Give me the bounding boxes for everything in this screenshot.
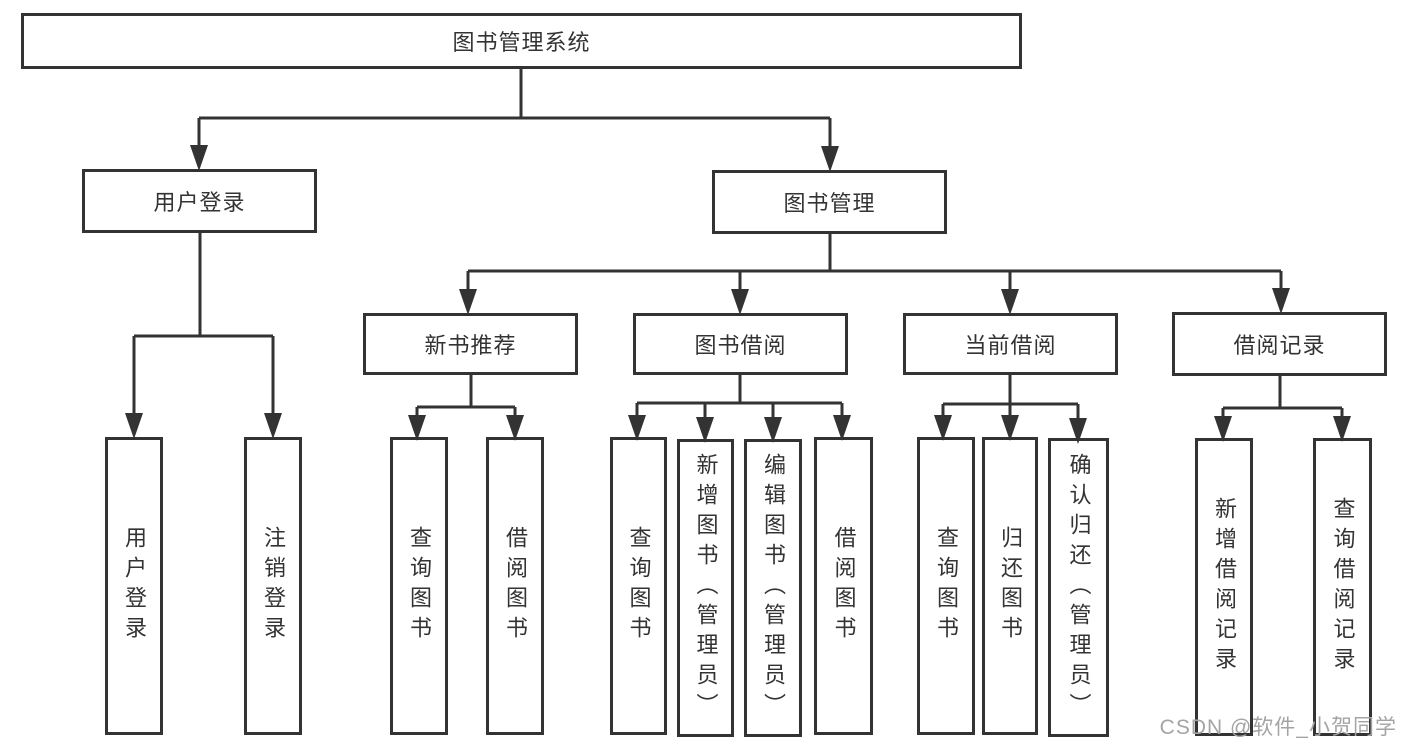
node-leaf-query-book-3: 查询图书	[917, 437, 975, 735]
node-leaf-borrow-book-1: 借阅图书	[486, 437, 544, 735]
node-book-mgmt: 图书管理	[712, 170, 947, 234]
node-new-book-rec: 新书推荐	[363, 313, 578, 375]
node-label: 图书管理	[783, 191, 876, 216]
node-leaf-logout: 注销登录	[244, 437, 302, 735]
node-label: 借阅图书	[503, 526, 528, 646]
node-label: 新书推荐	[424, 333, 517, 358]
node-label: 编辑图书（管理员）	[761, 453, 786, 723]
node-label: 图书借阅	[694, 333, 787, 358]
arrowhead-down	[264, 413, 282, 439]
node-label: 查询图书	[626, 526, 652, 646]
node-label: 查询图书	[407, 526, 432, 646]
node-label: 借阅记录	[1233, 333, 1326, 358]
node-label: 图书管理系统	[452, 30, 591, 55]
watermark: CSDN @软件_小贺同学	[1159, 716, 1397, 739]
node-label: 用户登录	[122, 526, 147, 646]
arrowhead-down	[821, 146, 839, 172]
node-leaf-query-book-2: 查询图书	[610, 437, 667, 735]
node-leaf-query-borrow-record: 查询借阅记录	[1313, 438, 1372, 736]
arrowhead-down	[125, 413, 143, 439]
node-label: 新增图书（管理员）	[693, 453, 719, 723]
node-current-borrow: 当前借阅	[903, 313, 1118, 375]
node-label: 归还图书	[998, 526, 1023, 646]
node-root: 图书管理系统	[21, 13, 1022, 69]
arrowhead-down	[731, 289, 749, 315]
node-leaf-return-book: 归还图书	[982, 437, 1038, 735]
arrowhead-down	[459, 289, 477, 315]
arrowhead-down	[1272, 288, 1290, 314]
node-label: 借阅图书	[831, 526, 857, 646]
node-label: 查询图书	[934, 526, 959, 646]
node-label: 查询借阅记录	[1330, 497, 1356, 677]
node-label: 用户登录	[153, 190, 246, 215]
node-label: 新增借阅记录	[1212, 497, 1237, 677]
arrowhead-down	[190, 145, 208, 171]
arrowhead-down	[1001, 289, 1019, 315]
node-leaf-edit-book: 编辑图书（管理员）	[744, 439, 802, 737]
node-leaf-borrow-book-2: 借阅图书	[814, 437, 873, 735]
node-leaf-user-login: 用户登录	[105, 437, 163, 735]
node-borrow-records: 借阅记录	[1172, 312, 1387, 376]
node-leaf-query-book-1: 查询图书	[390, 437, 448, 735]
node-leaf-add-book: 新增图书（管理员）	[677, 439, 734, 737]
node-leaf-confirm-return: 确认归还（管理员）	[1048, 438, 1109, 737]
node-label: 当前借阅	[964, 333, 1057, 358]
node-leaf-add-borrow-record: 新增借阅记录	[1195, 438, 1253, 736]
node-book-borrow: 图书借阅	[633, 313, 848, 375]
node-user-login: 用户登录	[82, 169, 317, 233]
node-label: 注销登录	[261, 526, 286, 646]
node-label: 确认归还（管理员）	[1066, 452, 1092, 723]
